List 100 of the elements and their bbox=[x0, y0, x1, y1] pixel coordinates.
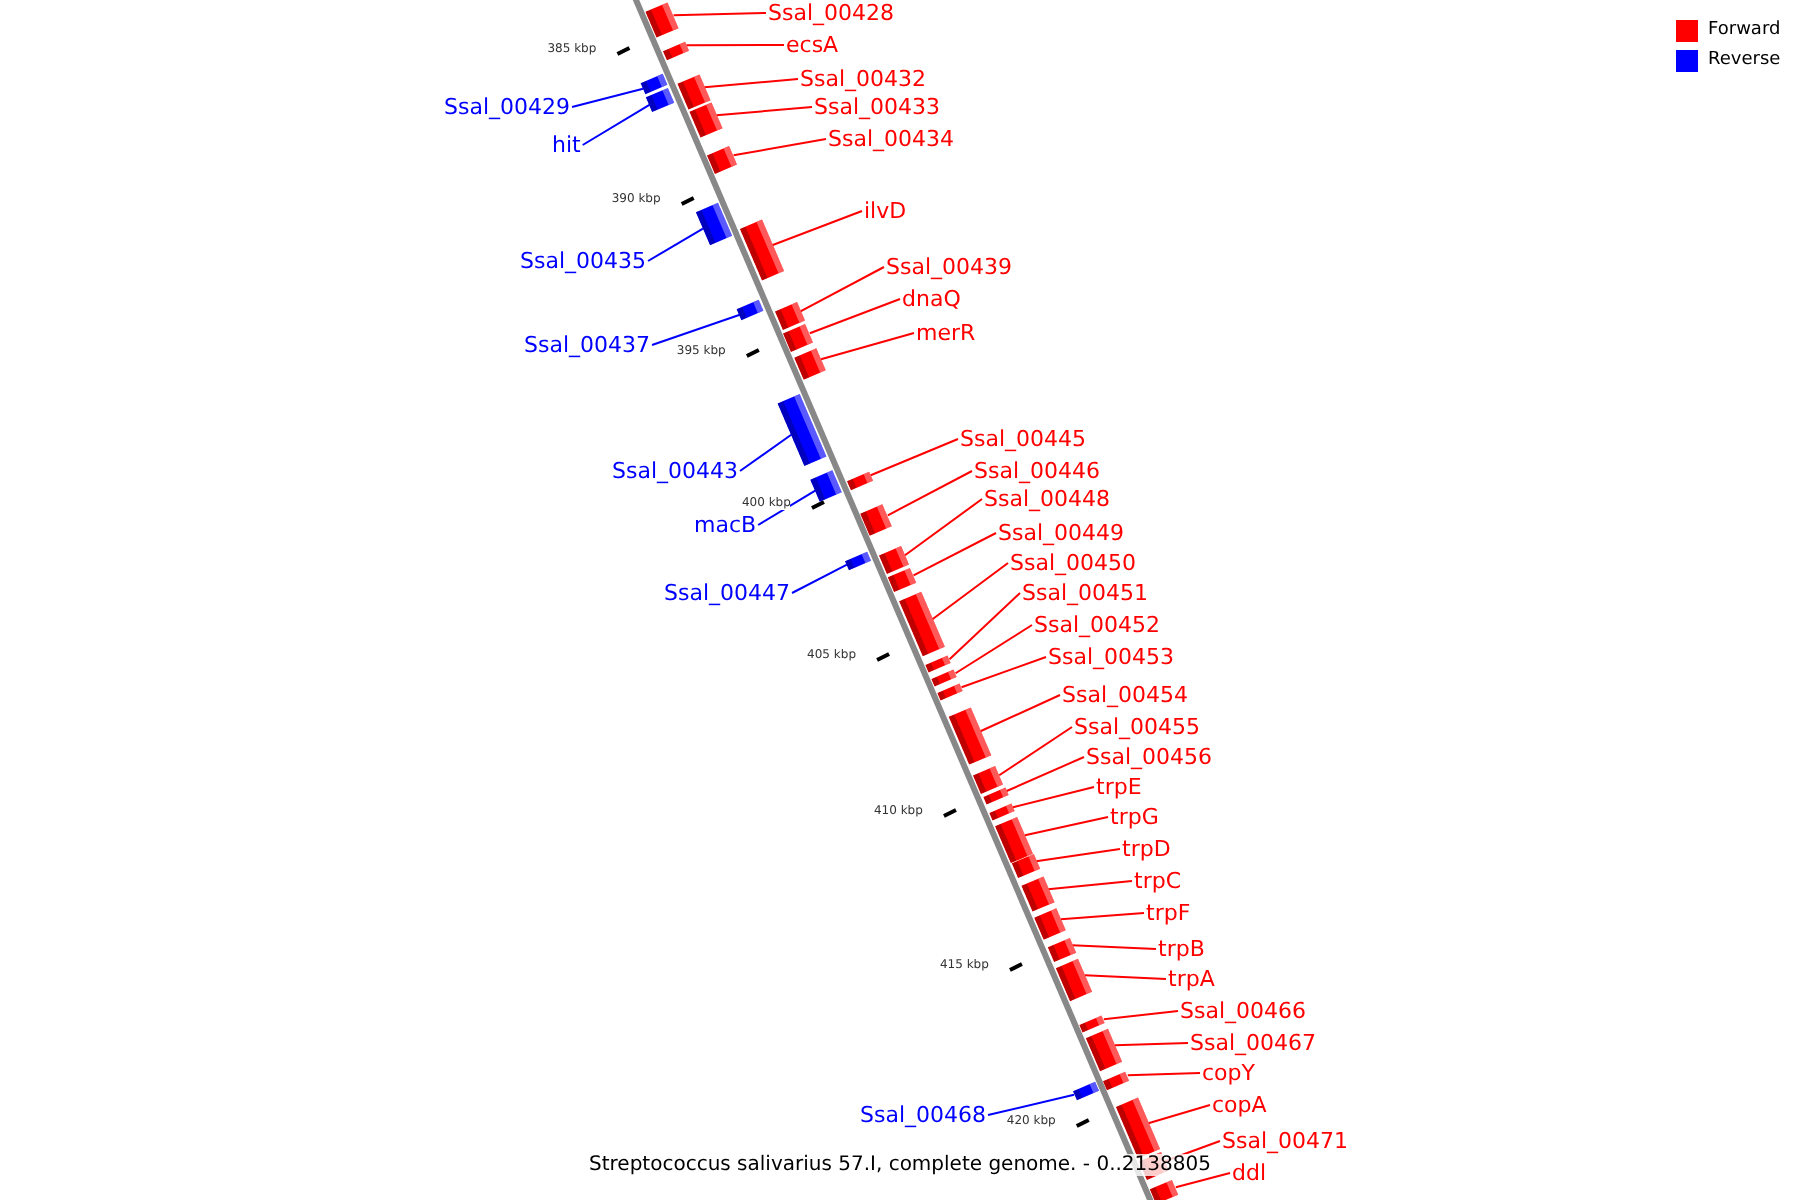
leader-line bbox=[912, 532, 997, 577]
leader-line bbox=[1059, 912, 1145, 921]
leader-line bbox=[998, 726, 1073, 777]
gene-label: Ssal_00446 bbox=[974, 458, 1101, 484]
leader-line bbox=[886, 470, 973, 517]
gene-block bbox=[1080, 1015, 1106, 1033]
leader-line bbox=[931, 562, 1009, 621]
gene-label: Ssal_00429 bbox=[444, 94, 571, 120]
gene-label: Ssal_00437 bbox=[524, 332, 651, 358]
gene-label: Ssal_00443 bbox=[612, 458, 739, 484]
leader-line bbox=[1005, 756, 1085, 793]
leader-line bbox=[1102, 1010, 1179, 1021]
gene-block bbox=[662, 40, 689, 60]
gene-label: Ssal_00432 bbox=[800, 66, 927, 92]
gene-block bbox=[774, 302, 805, 330]
gene-block bbox=[925, 655, 952, 673]
gene-label: Ssal_00439 bbox=[886, 254, 1013, 280]
leader-line bbox=[672, 12, 767, 17]
leader-line bbox=[954, 624, 1033, 675]
gene-label: dnaQ bbox=[902, 286, 961, 312]
leader-line bbox=[799, 266, 885, 313]
gene-block bbox=[1103, 1070, 1130, 1090]
leader-line bbox=[685, 44, 785, 47]
leader-line bbox=[904, 498, 983, 557]
gene-block bbox=[937, 683, 964, 701]
legend-label: Reverse bbox=[1708, 48, 1781, 72]
leader-line bbox=[987, 1093, 1076, 1116]
gene-block bbox=[646, 2, 680, 38]
leader-line bbox=[715, 106, 813, 117]
gene-label: Ssal_00456 bbox=[1086, 744, 1213, 770]
gene-label: Ssal_00428 bbox=[768, 0, 895, 26]
gene-label: Ssal_00449 bbox=[998, 520, 1125, 546]
gene-label: Ssal_00467 bbox=[1190, 1030, 1317, 1056]
leader-line bbox=[581, 103, 651, 146]
gene-label: Ssal_00447 bbox=[664, 580, 791, 606]
gene-label: Ssal_00434 bbox=[828, 126, 955, 152]
gene-label: copY bbox=[1202, 1060, 1255, 1086]
leader-line bbox=[757, 489, 817, 526]
gene-block bbox=[1020, 876, 1054, 912]
gene-label: Ssal_00455 bbox=[1074, 714, 1201, 740]
gene-label: trpE bbox=[1096, 774, 1142, 800]
gene-label: trpC bbox=[1134, 868, 1181, 894]
gene-block bbox=[1034, 908, 1066, 940]
leader-line bbox=[651, 313, 741, 346]
gene-block bbox=[737, 299, 765, 321]
leader-line bbox=[739, 433, 793, 472]
leader-line bbox=[732, 138, 827, 157]
leader-line bbox=[1023, 816, 1109, 837]
gene-label: Ssal_00433 bbox=[814, 94, 941, 120]
caption: Streptococcus salivarius 57.I, complete genome. - 0..2138805 bbox=[589, 1154, 1211, 1176]
leader-line bbox=[1174, 1172, 1231, 1189]
gene-label: trpA bbox=[1168, 966, 1215, 992]
leader-line bbox=[1071, 944, 1157, 950]
leader-line bbox=[1035, 848, 1121, 863]
gene-label: trpD bbox=[1122, 836, 1171, 862]
leader-line bbox=[771, 210, 863, 247]
gene-label: Ssal_00445 bbox=[960, 426, 1087, 452]
leader-line bbox=[791, 563, 848, 594]
gene-label: Ssal_00471 bbox=[1222, 1128, 1349, 1154]
gene-block bbox=[1072, 1080, 1099, 1100]
leader-line bbox=[1083, 974, 1167, 980]
gene-label: merR bbox=[916, 320, 976, 346]
gene-label: ecsA bbox=[786, 32, 839, 58]
gene-label: Ssal_00468 bbox=[860, 1102, 987, 1128]
leader-line bbox=[571, 87, 644, 108]
gene-label: Ssal_00450 bbox=[1010, 550, 1137, 576]
gene-label: ddl bbox=[1232, 1160, 1267, 1186]
gene-block bbox=[1046, 937, 1076, 963]
gene-label: ilvD bbox=[864, 198, 907, 224]
gene-label: macB bbox=[694, 512, 757, 538]
leader-line bbox=[869, 438, 959, 477]
leader-line bbox=[1126, 1072, 1201, 1077]
gene-block bbox=[707, 146, 738, 174]
gene-label: Ssal_00448 bbox=[984, 486, 1111, 512]
gene-block bbox=[846, 470, 873, 490]
leader-line bbox=[1047, 880, 1133, 891]
gene-block bbox=[931, 669, 958, 687]
gene-label: copA bbox=[1212, 1092, 1267, 1118]
leader-line bbox=[960, 656, 1047, 689]
gene-block bbox=[861, 504, 893, 536]
gene-label: Ssal_00454 bbox=[1062, 682, 1189, 708]
gene-block bbox=[810, 470, 842, 502]
leader-line bbox=[979, 694, 1061, 733]
gene-label: trpF bbox=[1146, 900, 1191, 926]
leader-line bbox=[1147, 1104, 1211, 1125]
gene-label: trpB bbox=[1158, 936, 1205, 962]
gene-block bbox=[989, 803, 1015, 821]
leader-line bbox=[703, 78, 799, 89]
leader-line bbox=[808, 298, 901, 335]
leader-line bbox=[647, 227, 704, 262]
gene-label: Ssal_00466 bbox=[1180, 998, 1307, 1024]
gene-label: Ssal_00453 bbox=[1048, 644, 1175, 670]
gene-label: Ssal_00452 bbox=[1034, 612, 1161, 638]
gene-label: hit bbox=[552, 132, 581, 158]
leader-line bbox=[948, 592, 1021, 661]
leader-line bbox=[1113, 1042, 1189, 1047]
leader-line bbox=[820, 332, 915, 361]
gene-block bbox=[973, 766, 1004, 794]
leader-line bbox=[1011, 786, 1095, 809]
gene-block bbox=[794, 348, 826, 380]
